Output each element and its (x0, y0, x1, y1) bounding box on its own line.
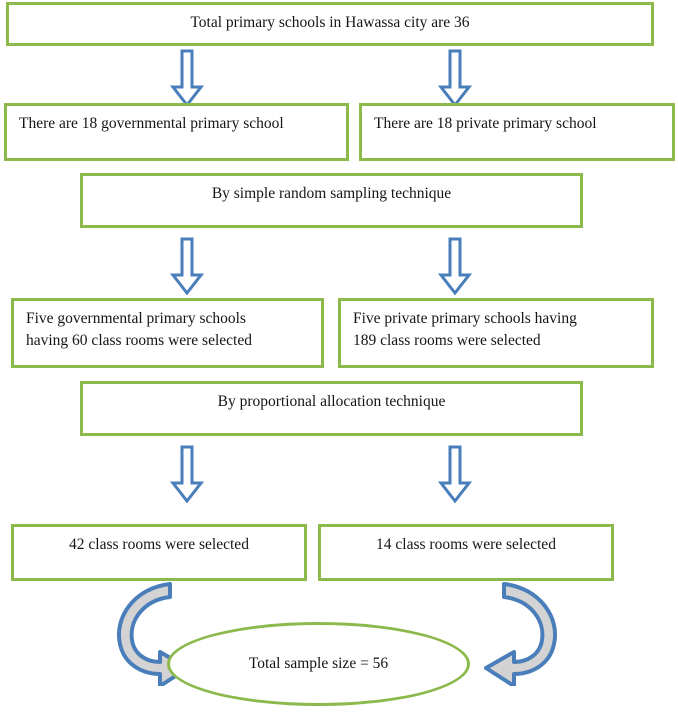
node-total-sample-size: Total sample size = 56 (167, 622, 470, 706)
node-five-governmental-schools: Five governmental primary schools having… (11, 298, 324, 368)
node-five-governmental-schools-label: Five governmental primary schools having… (26, 310, 252, 349)
curved-arrow-right-to-total-sample (470, 578, 566, 686)
node-total-schools-label: Total primary schools in Hawassa city ar… (190, 14, 470, 31)
node-simple-random-sampling: By simple random sampling technique (80, 173, 583, 228)
node-selected-right: 14 class rooms were selected (318, 524, 614, 581)
down-block-arrow-icon (438, 445, 472, 503)
down-block-arrow-icon (438, 49, 472, 107)
node-total-schools: Total primary schools in Hawassa city ar… (6, 2, 654, 46)
arrow-allocation-to-selected-right (438, 445, 472, 503)
node-five-private-schools-label: Five private primary schools having 189 … (353, 310, 577, 349)
node-private-schools: There are 18 private primary school (359, 103, 675, 161)
curved-arrow-icon (484, 582, 558, 686)
node-selected-left-label: 42 class rooms were selected (69, 536, 249, 553)
down-block-arrow-icon (170, 49, 204, 107)
arrow-total-to-private (438, 49, 472, 107)
node-governmental-schools-label: There are 18 governmental primary school (19, 115, 284, 132)
node-proportional-allocation: By proportional allocation technique (80, 381, 583, 436)
arrow-total-to-governmental (170, 49, 204, 107)
node-selected-left: 42 class rooms were selected (11, 524, 307, 581)
node-selected-right-label: 14 class rooms were selected (376, 536, 556, 553)
node-five-private-schools: Five private primary schools having 189 … (338, 298, 654, 368)
node-simple-random-sampling-label: By simple random sampling technique (211, 185, 452, 202)
node-proportional-allocation-label: By proportional allocation technique (217, 393, 446, 410)
arrow-allocation-to-selected-left (170, 445, 204, 503)
down-block-arrow-icon (170, 237, 204, 295)
arrow-random-to-five-private (438, 237, 472, 295)
node-total-sample-size-label: Total sample size = 56 (248, 655, 389, 672)
node-governmental-schools: There are 18 governmental primary school (4, 103, 349, 161)
arrow-random-to-five-governmental (170, 237, 204, 295)
down-block-arrow-icon (170, 445, 204, 503)
down-block-arrow-icon (438, 237, 472, 295)
node-private-schools-label: There are 18 private primary school (374, 115, 597, 132)
